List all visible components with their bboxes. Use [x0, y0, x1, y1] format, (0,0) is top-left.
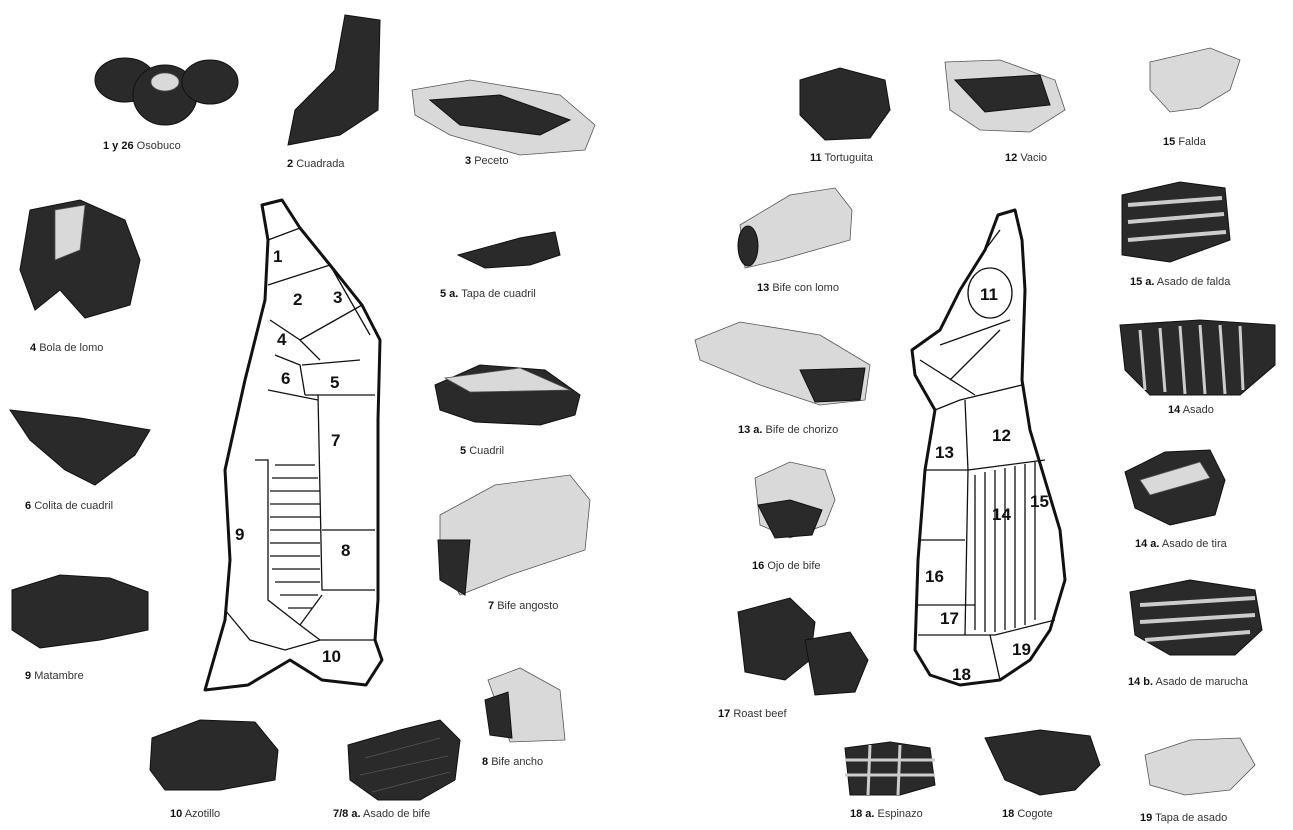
- region-label: 8: [341, 541, 350, 560]
- bife-con-lomo-photo: [738, 188, 852, 268]
- azotillo-photo: [150, 720, 278, 790]
- region-label: 5: [330, 373, 339, 392]
- region-label: 4: [277, 330, 287, 349]
- asado-photo: [1120, 320, 1275, 395]
- caption-colita-de-cuadril: 6 Colita de cuadril: [25, 500, 113, 512]
- caption-falda: 15 Falda: [1163, 136, 1206, 148]
- caption-tapa-de-cuadril: 5 a. Tapa de cuadril: [440, 288, 536, 300]
- caption-espinazo: 18 a. Espinazo: [850, 808, 923, 820]
- region-label: 13: [935, 443, 954, 462]
- caption-bife-angosto: 7 Bife angosto: [488, 600, 558, 612]
- caption-asado: 14 Asado: [1168, 404, 1214, 416]
- region-label: 10: [322, 647, 341, 666]
- cogote-photo: [985, 730, 1100, 795]
- region-label: 1: [273, 247, 282, 266]
- cut-photos: [10, 15, 1275, 800]
- tapa-de-asado-photo: [1145, 738, 1255, 795]
- forequarter-diagram: 11 12 13 14 15 16 17 18 19: [912, 210, 1065, 685]
- bola-de-lomo-photo: [20, 200, 140, 318]
- asado-de-bife-photo: [348, 720, 460, 800]
- caption-tortuguita: 11 Tortuguita: [810, 152, 873, 164]
- caption-cogote: 18 Cogote: [1002, 808, 1053, 820]
- caption-asado-de-bife: 7/8 a. Asado de bife: [333, 808, 430, 820]
- bife-angosto-photo: [438, 475, 590, 595]
- caption-bife-ancho: 8 Bife ancho: [482, 756, 543, 768]
- roast-beef-photo: [738, 598, 868, 695]
- caption-osobuco: 1 y 26 Osobuco: [103, 140, 181, 152]
- region-label: 12: [992, 426, 1011, 445]
- region-label: 16: [925, 567, 944, 586]
- asado-de-tira-photo: [1125, 450, 1225, 525]
- falda-photo: [1150, 48, 1240, 112]
- caption-asado-de-tira: 14 a. Asado de tira: [1135, 538, 1227, 550]
- peceto-photo: [412, 80, 595, 155]
- bife-ancho-photo: [485, 668, 565, 742]
- cuadril-photo: [435, 365, 580, 425]
- osobuco-photo: [95, 58, 238, 125]
- region-label: 18: [952, 665, 971, 684]
- caption-bola-de-lomo: 4 Bola de lomo: [30, 342, 103, 354]
- caption-bife-con-lomo: 13 Bife con lomo: [757, 282, 839, 294]
- asado-de-marucha-photo: [1130, 580, 1262, 655]
- hindquarter-diagram: 1 2 3 4 5 6 7 8 9 10: [205, 200, 382, 690]
- caption-cuadril: 5 Cuadril: [460, 445, 504, 457]
- caption-asado-de-falda: 15 a. Asado de falda: [1130, 276, 1230, 288]
- region-label: 17: [940, 609, 959, 628]
- region-label: 11: [980, 285, 998, 304]
- region-label: 15: [1030, 492, 1049, 511]
- caption-matambre: 9 Matambre: [25, 670, 84, 682]
- tortuguita-photo: [800, 68, 890, 140]
- region-label: 19: [1012, 640, 1031, 659]
- caption-cuadrada: 2 Cuadrada: [287, 158, 345, 170]
- caption-ojo-de-bife: 16 Ojo de bife: [752, 560, 821, 572]
- caption-tapa-de-asado: 19 Tapa de asado: [1140, 812, 1227, 824]
- espinazo-photo: [845, 742, 935, 795]
- matambre-photo: [12, 575, 148, 648]
- caption-peceto: 3 Peceto: [465, 155, 508, 167]
- region-label: 7: [331, 431, 340, 450]
- region-label: 6: [281, 369, 290, 388]
- cuadrada-photo: [288, 15, 380, 145]
- bife-de-chorizo-photo: [695, 322, 870, 405]
- caption-roast-beef: 17 Roast beef: [718, 708, 787, 720]
- tapa-de-cuadril-photo: [458, 232, 560, 268]
- caption-bife-de-chorizo: 13 a. Bife de chorizo: [738, 424, 838, 436]
- region-label: 2: [293, 290, 302, 309]
- ojo-de-bife-photo: [755, 462, 835, 538]
- caption-vacio: 12 Vacio: [1005, 152, 1047, 164]
- caption-asado-de-marucha: 14 b. Asado de marucha: [1128, 676, 1248, 688]
- region-label: 3: [333, 288, 342, 307]
- vacio-photo: [945, 60, 1065, 132]
- colita-de-cuadril-photo: [10, 410, 150, 485]
- caption-azotillo: 10 Azotillo: [170, 808, 220, 820]
- asado-de-falda-photo: [1122, 182, 1230, 262]
- region-label: 14: [992, 505, 1011, 524]
- region-label: 9: [235, 525, 244, 544]
